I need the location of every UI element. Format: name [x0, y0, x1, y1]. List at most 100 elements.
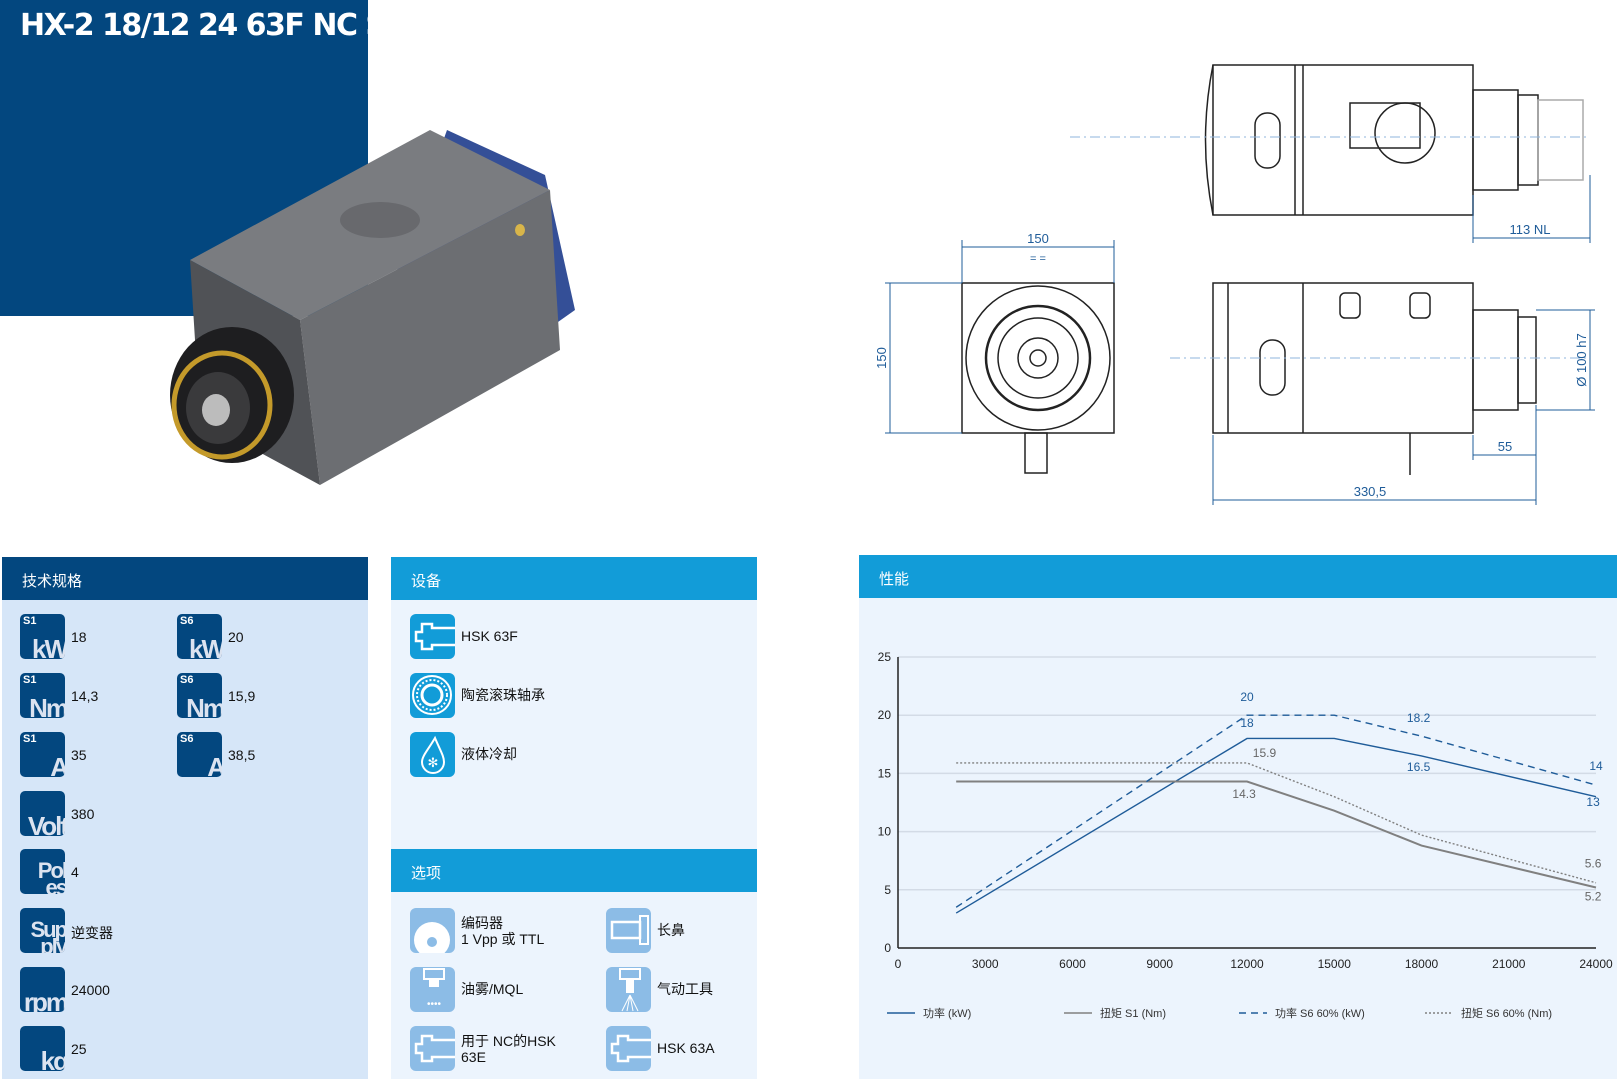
x-tick-label: 21000: [1492, 957, 1526, 971]
option-item-label: 长鼻: [657, 922, 685, 938]
data-label: 20: [1240, 690, 1254, 704]
spec-icon-sup: S1: [23, 615, 37, 627]
technical-drawings: 113 NL 150 = = 150 330,5 55 Ø 100 h7: [874, 64, 1595, 505]
spec-icon-kw: S6 kW: [177, 614, 222, 659]
spec-value: 4: [71, 864, 79, 880]
y-tick-label: 25: [878, 650, 892, 664]
spec-unit: Volt: [27, 811, 65, 836]
x-tick-label: 6000: [1059, 957, 1086, 971]
spec-value: 38,5: [228, 747, 256, 763]
option-item-label: 气动工具: [657, 981, 713, 997]
front-view-drawing: [961, 282, 1115, 474]
options-header: 选项: [391, 849, 757, 892]
dim-height: 150: [874, 347, 889, 369]
series-line: [956, 762, 1597, 884]
dim-width: 150: [1027, 231, 1049, 246]
oil-mist-icon: ••••: [410, 967, 455, 1012]
spec-icon-kg: kg: [20, 1026, 65, 1071]
spec-icon-volt: Volt: [20, 791, 65, 836]
encoder-gear-icon: [410, 908, 455, 958]
equipment-item-label: 液体冷却: [461, 746, 517, 762]
series-line: [955, 714, 1597, 908]
performance-chart: 0 5 10 15 20 25 0 3000 6000 9000 12000 15000 18000 21…: [878, 650, 1613, 1020]
data-label: 5.2: [1585, 889, 1602, 903]
long-nose-icon: [606, 908, 651, 953]
spec-value: 15,9: [228, 688, 256, 704]
x-tick-label: 12000: [1230, 957, 1264, 971]
hsk-toolholder-icon: [410, 1026, 455, 1071]
dim-113: 113 NL: [1510, 222, 1551, 237]
pneumatic-tool-icon: [606, 967, 651, 1012]
data-label: 15.9: [1253, 746, 1277, 760]
legend-label: 扭矩 S6 60% (Nm): [1461, 1006, 1552, 1020]
hsk-toolholder-icon: [410, 614, 455, 659]
spec-icon-sup: S1: [23, 674, 37, 686]
spec-unit: rpm: [23, 987, 65, 1012]
product-title: HX-2 18/12 24 63F NC SC: [20, 8, 408, 43]
y-tick-label: 10: [878, 825, 892, 839]
spec-unit: kW: [189, 634, 222, 659]
spec-icon-sup: S1: [23, 733, 37, 745]
spec-value: 35: [71, 747, 87, 763]
spec-icon-rpm: rpm: [20, 967, 65, 1012]
spec-icon-sup: S6: [180, 615, 194, 627]
x-tick-label: 18000: [1405, 957, 1439, 971]
x-tick-label: 0: [895, 957, 902, 971]
dim-55: 55: [1498, 439, 1512, 454]
y-tick-label: 0: [884, 941, 891, 955]
spec-unit: kW: [32, 634, 65, 659]
equipment-item-label: 陶瓷滚珠轴承: [461, 687, 545, 703]
spec-value: 380: [71, 806, 95, 822]
spec-icon-kw: S1 kW: [20, 614, 65, 659]
data-label: 14: [1589, 759, 1603, 773]
liquid-cooling-icon: ✻: [410, 732, 455, 777]
x-tick-label: 9000: [1146, 957, 1173, 971]
performance-header: 性能: [859, 555, 1617, 598]
spec-value: 18: [71, 629, 87, 645]
data-label: 18.2: [1407, 711, 1431, 725]
spec-unit: kg: [40, 1046, 65, 1071]
series-line: [955, 737, 1597, 914]
top-view-drawing: [1204, 64, 1584, 216]
spec-unit: A: [207, 752, 222, 777]
data-label: 16.5: [1407, 760, 1431, 774]
legend-label: 扭矩 S1 (Nm): [1100, 1006, 1166, 1020]
dim-diameter: Ø 100 h7: [1574, 333, 1589, 387]
performance-panel: 性能 0 5 10 15 20 25 0 3000 6000 9000 12000 15000 1800…: [859, 555, 1617, 1079]
legend-label: 功率 (kW): [923, 1006, 971, 1020]
spindle-product-image: [170, 130, 575, 485]
specs-header: 技术规格: [2, 557, 368, 600]
svg-text:••••: ••••: [427, 999, 442, 1010]
dim-equal: = =: [1030, 253, 1046, 265]
data-label: 13: [1586, 795, 1600, 809]
svg-text:✻: ✻: [428, 755, 439, 770]
x-tick-label: 3000: [972, 957, 999, 971]
series-line: [956, 780, 1597, 889]
dim-length: 330,5: [1354, 484, 1387, 499]
data-label: 5.6: [1585, 857, 1602, 871]
spec-unit: A: [50, 752, 65, 777]
option-item-label: HSK 63A: [657, 1040, 715, 1056]
y-tick-label: 5: [884, 883, 891, 897]
spec-value: 24000: [71, 982, 110, 998]
data-label: 14.3: [1232, 787, 1256, 801]
equipment-item-label: HSK 63F: [461, 628, 518, 644]
spec-value: 14,3: [71, 688, 99, 704]
y-tick-label: 15: [878, 766, 892, 780]
spec-value: 逆变器: [71, 925, 113, 941]
option-item-label: 油雾/MQL: [461, 981, 524, 997]
spec-icon-sup: S6: [180, 674, 194, 686]
hsk-toolholder-icon: [606, 1026, 651, 1071]
x-tick-label: 15000: [1318, 957, 1352, 971]
side-view-drawing: [1212, 282, 1537, 475]
equipment-header: 设备: [391, 557, 757, 600]
data-label: 18: [1240, 716, 1254, 730]
y-tick-label: 20: [878, 708, 892, 722]
